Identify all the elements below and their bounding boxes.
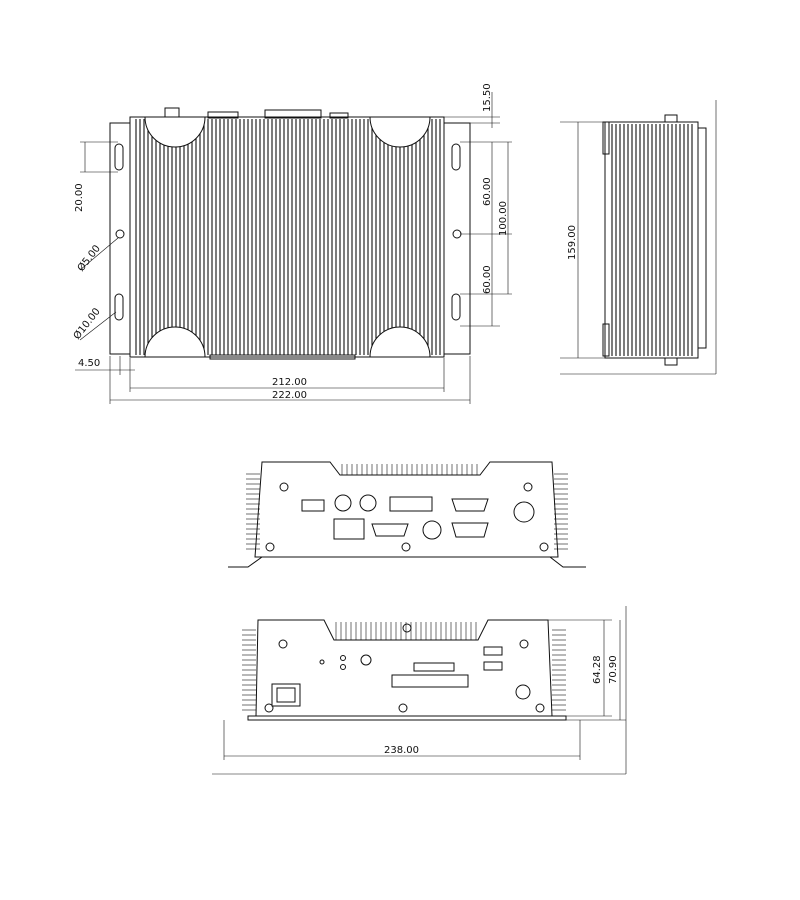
screw-icon <box>398 703 408 713</box>
side-connector-top <box>664 114 678 123</box>
dim-body-width: 212.00 <box>272 377 307 388</box>
antenna-jack-icon <box>515 684 531 700</box>
bottom-strip <box>209 354 356 360</box>
dim-hole-small: Ø5.00 <box>75 243 103 274</box>
dim-edge-offset: 4.50 <box>78 358 100 369</box>
usb-port-icon <box>483 661 503 671</box>
serial-port-icon <box>451 498 489 512</box>
led-icon <box>340 664 346 670</box>
corner-cutout-bl <box>144 326 206 358</box>
dim-upper-spacing: 60.00 <box>482 177 493 206</box>
dim-top-offset: 15.50 <box>482 83 493 112</box>
corner-cutout-tl <box>144 116 206 148</box>
keyhole-slot-left-bottom <box>114 293 124 321</box>
screw-icon <box>279 482 289 492</box>
dim-overall-width: 222.00 <box>272 390 307 401</box>
led-icon <box>319 659 325 665</box>
screw-icon <box>278 639 288 649</box>
corner-cutout-br <box>369 326 431 358</box>
dim-mount-spacing: 100.00 <box>498 201 509 236</box>
audio-jack-icon <box>334 494 352 512</box>
screw-icon <box>264 703 274 713</box>
dim-side-depth: 159.00 <box>567 225 578 260</box>
keyhole-slot-right-bottom <box>451 293 461 321</box>
screw-icon <box>402 623 412 633</box>
led-indicator <box>301 499 325 512</box>
dim-base-width: 238.00 <box>384 745 419 756</box>
side-view: 159.00 <box>560 100 717 375</box>
screw-icon <box>523 482 533 492</box>
serial-port-icon <box>371 523 409 537</box>
front-panel-view <box>228 461 586 568</box>
power-switch-inner <box>276 687 296 703</box>
lan-port-icon <box>333 518 365 540</box>
reset-button-icon <box>360 654 372 666</box>
power-jack-icon <box>513 501 535 523</box>
vga-port-icon <box>451 522 489 538</box>
rear-panel-view: 64.28 70.90 238.00 <box>212 606 627 775</box>
top-connector-3 <box>264 109 322 119</box>
screw-icon <box>265 542 275 552</box>
side-flange-top <box>602 121 610 155</box>
dim-body-height: 64.28 <box>592 655 603 684</box>
led-icon <box>340 655 346 661</box>
corner-cutout-tr <box>369 116 431 148</box>
dim-lower-spacing: 60.00 <box>482 265 493 294</box>
ps2-port-icon <box>422 520 442 540</box>
top-connector-2 <box>207 111 239 119</box>
cf-slot-icon <box>413 662 455 672</box>
top-view: 20.00 Ø5.00 Ø10.00 4.50 212.00 222.00 15… <box>71 83 512 404</box>
keyhole-slot-right-top <box>451 143 461 171</box>
rear-fins <box>242 622 566 711</box>
mount-hole-right <box>452 229 462 239</box>
card-slot-icon <box>391 674 469 688</box>
mount-hole-left <box>115 229 125 239</box>
side-fins <box>611 124 693 356</box>
heatsink-fins <box>135 119 441 355</box>
dim-hole-large: Ø10.00 <box>71 306 103 342</box>
screw-icon <box>535 703 545 713</box>
dvi-port-icon <box>389 496 433 512</box>
side-end-cap <box>697 127 707 349</box>
side-flange-bottom <box>602 323 610 357</box>
audio-jack-icon <box>359 494 377 512</box>
heatsink-body <box>129 116 445 358</box>
dim-overall-height: 70.90 <box>608 655 619 684</box>
front-fins <box>246 464 568 550</box>
front-base-flange <box>228 556 586 568</box>
top-connector-4 <box>329 112 349 119</box>
rear-base-flange <box>247 715 567 721</box>
keyhole-slot-left-top <box>114 143 124 171</box>
side-connector-bottom <box>664 357 678 366</box>
power-switch-icon <box>271 683 301 707</box>
screw-icon <box>539 542 549 552</box>
usb-port-icon <box>483 646 503 656</box>
screw-icon <box>519 639 529 649</box>
dim-slot-pitch: 20.00 <box>74 183 85 212</box>
screw-icon <box>401 542 411 552</box>
